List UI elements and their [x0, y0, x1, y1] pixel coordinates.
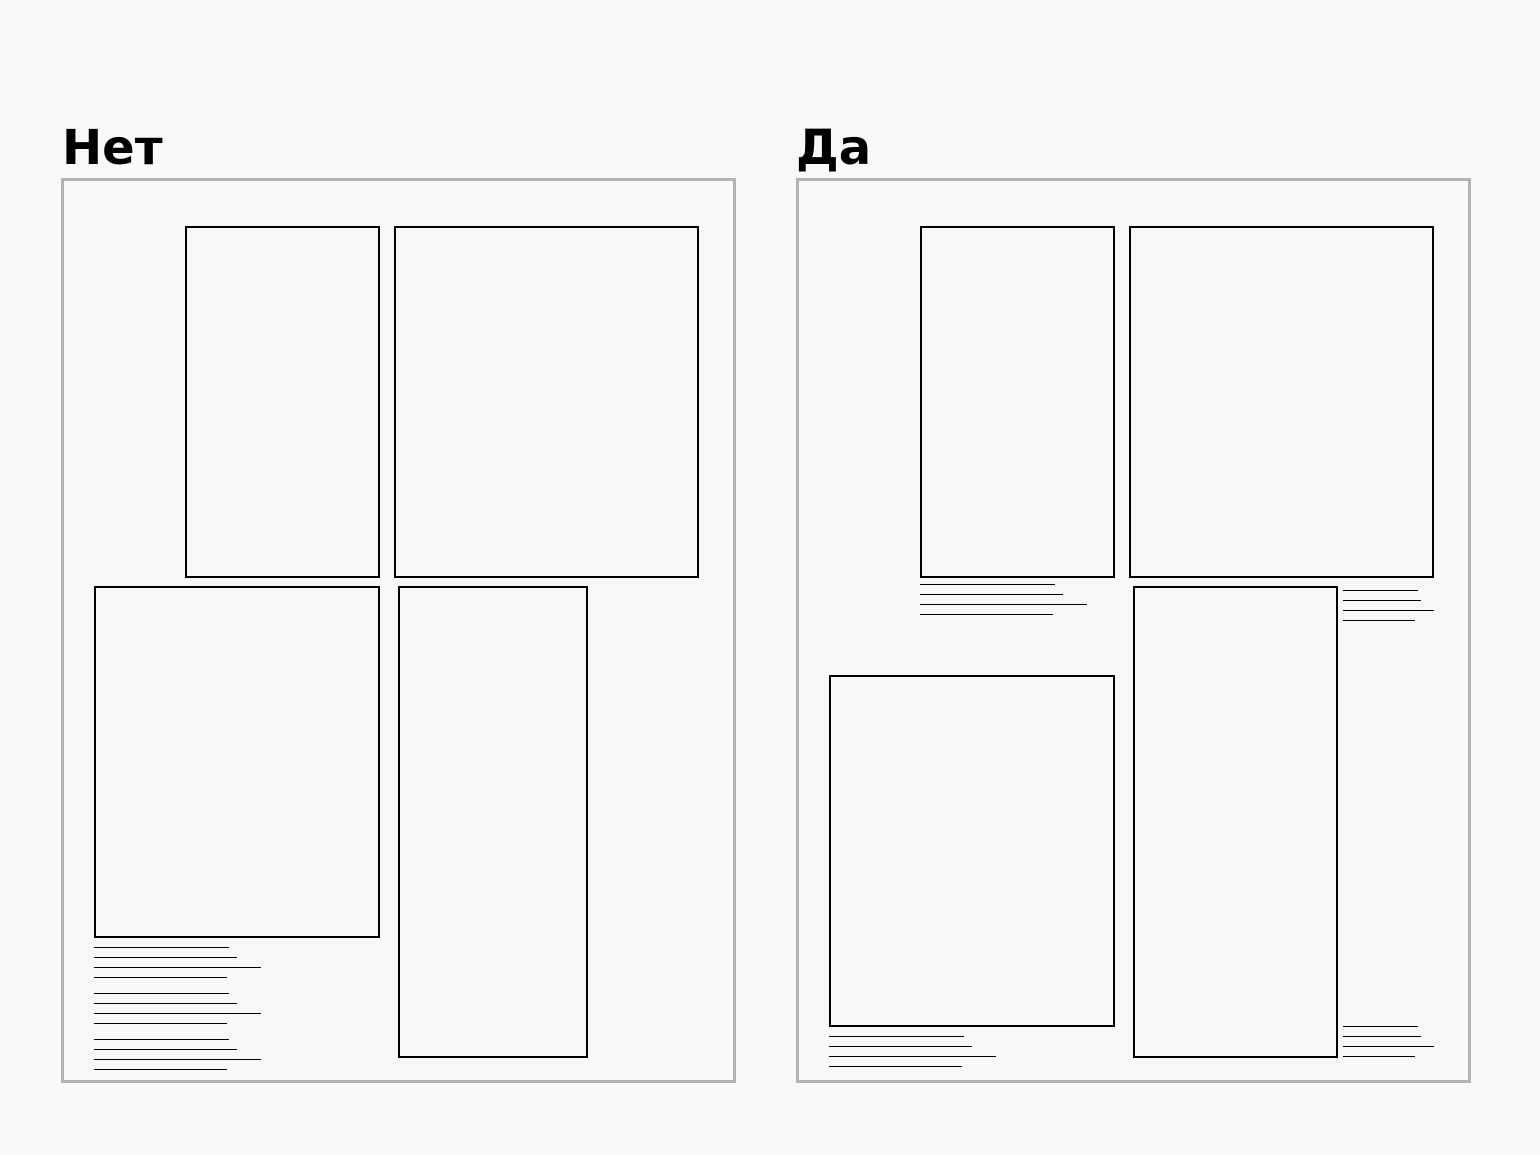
image-frame: [920, 226, 1115, 578]
caption-placeholder: [1343, 1026, 1435, 1058]
image-frame: [1129, 226, 1434, 578]
image-frame: [1133, 586, 1338, 1058]
caption-placeholder: [1343, 590, 1435, 622]
image-frame: [394, 226, 699, 578]
caption-placeholder: [94, 947, 264, 1071]
image-frame: [185, 226, 380, 578]
caption-placeholder: [829, 1036, 999, 1068]
image-frame: [829, 675, 1115, 1027]
caption-placeholder: [920, 584, 1090, 616]
image-frame: [398, 586, 588, 1058]
panel-good-label: Да: [796, 120, 872, 176]
image-frame: [94, 586, 380, 938]
panel-bad-label: Нет: [62, 120, 163, 176]
